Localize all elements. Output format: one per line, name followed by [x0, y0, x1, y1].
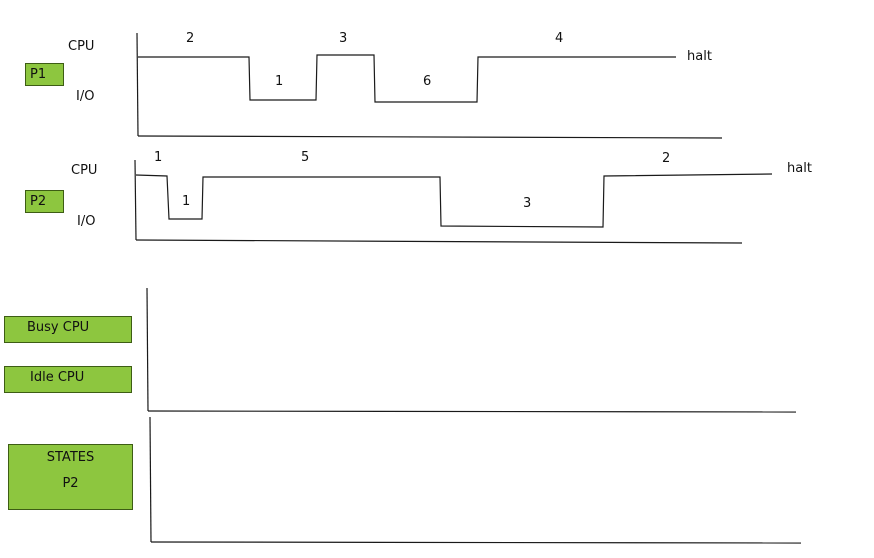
p1-cpu-label: CPU [68, 39, 95, 54]
states-p2-label: STATES P2 [8, 444, 133, 510]
p2-label-text: P2 [30, 194, 47, 209]
p1-halt-label: halt [687, 49, 712, 64]
p2-segment-5: 2 [662, 151, 671, 166]
p2-io-label: I/O [77, 214, 96, 229]
states-label-line2: P2 [62, 476, 79, 491]
states-chart-x-axis [150, 541, 802, 544]
p2-segment-2: 1 [182, 194, 191, 209]
p2-waveform [135, 173, 773, 228]
p1-io-label: I/O [76, 89, 95, 104]
idle-cpu-label-text: Idle CPU [30, 370, 85, 385]
p1-y-axis [136, 32, 139, 137]
p2-cpu-label: CPU [71, 163, 98, 178]
p1-segment-4: 6 [423, 74, 432, 89]
states-chart-y-axis [149, 416, 152, 543]
p2-label: P2 [25, 190, 64, 213]
p1-segment-1: 2 [186, 31, 195, 46]
p2-x-axis [135, 239, 743, 244]
states-label-line1: STATES [46, 450, 95, 465]
p2-y-axis [134, 159, 137, 241]
busy-cpu-label: Busy CPU [4, 316, 132, 343]
p1-label: P1 [25, 63, 64, 86]
p1-segment-2: 1 [275, 74, 284, 89]
p1-x-axis [137, 135, 723, 139]
p2-segment-4: 3 [523, 196, 532, 211]
p1-segment-3: 3 [339, 31, 348, 46]
p1-waveform [138, 54, 676, 103]
idle-cpu-label: Idle CPU [4, 366, 132, 393]
p2-segment-3: 5 [301, 150, 310, 165]
p2-halt-label: halt [787, 161, 812, 176]
busy-cpu-label-text: Busy CPU [27, 320, 90, 335]
p1-segment-5: 4 [555, 31, 564, 46]
cpu-chart-y-axis [146, 287, 149, 412]
p1-label-text: P1 [30, 67, 47, 82]
p2-segment-1: 1 [154, 150, 163, 165]
cpu-chart-x-axis [147, 410, 797, 413]
